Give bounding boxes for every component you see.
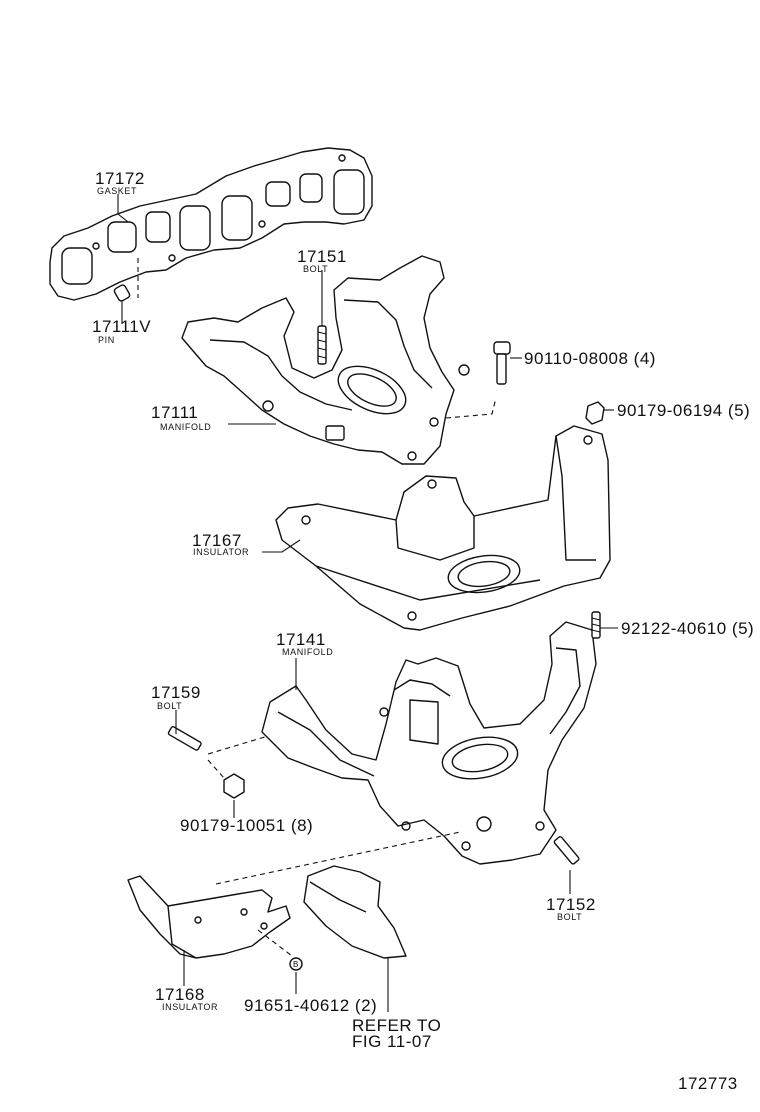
bolt3-part-number: 17152 <box>546 895 596 914</box>
bolt-17152-drawing <box>553 836 580 865</box>
nut-90179-06194-drawing <box>585 401 605 425</box>
bolt-90110-drawing <box>493 341 511 385</box>
manifold2-part-name: MANIFOLD <box>282 647 333 657</box>
insulator1-part-number: 17167 <box>192 531 242 550</box>
pin-drawing <box>113 258 139 302</box>
upper-manifold-drawing <box>181 255 497 465</box>
insulator1-part-name: INSULATOR <box>193 547 249 557</box>
gasket-drawing <box>49 147 373 301</box>
bolt3-part-name: BOLT <box>557 912 582 922</box>
refer-to-line2: FIG 11-07 <box>352 1032 432 1051</box>
stud-92122-drawing <box>591 611 601 639</box>
bolt1-part-name: BOLT <box>303 264 328 274</box>
gasket-part-name: GASKET <box>97 186 137 196</box>
manifold1-part-name: MANIFOLD <box>160 422 211 432</box>
lower-insulator-drawing <box>127 831 461 959</box>
manifold1-part-number: 17111 <box>151 403 198 422</box>
nut-90179-06194-callout: 90179-06194 (5) <box>617 401 750 420</box>
upper-insulator-drawing <box>275 425 611 631</box>
nut-90179-10051-callout: 90179-10051 (8) <box>180 816 313 835</box>
bolt-17159-drawing <box>167 726 269 755</box>
bolt1-part-number: 17151 <box>297 247 347 266</box>
manifold2-part-number: 17141 <box>276 630 326 649</box>
lower-manifold-drawing <box>261 621 597 865</box>
bolt1-drawing <box>317 325 327 365</box>
leader-lines <box>117 194 618 1012</box>
circle-b-letter: B <box>293 960 299 969</box>
bolt2-part-name: BOLT <box>157 701 182 711</box>
nut-90179-10051-drawing <box>207 759 245 799</box>
pin-part-name: PIN <box>98 335 115 345</box>
gasket-part-number: 17172 <box>95 169 145 188</box>
circle-b-drawing <box>257 929 303 971</box>
insulator2-part-number: 17168 <box>155 985 205 1004</box>
refer-to-line1: REFER TO <box>352 1016 441 1035</box>
bolt2-part-number: 17159 <box>151 683 201 702</box>
stud-92122-callout: 92122-40610 (5) <box>621 619 754 638</box>
pin-part-number: 17111V <box>92 317 151 336</box>
refer-part-drawing <box>303 865 407 959</box>
bolt-91651-callout: 91651-40612 (2) <box>244 996 377 1015</box>
figure-id: 172773 <box>678 1074 738 1093</box>
bolt-90110-callout: 90110-08008 (4) <box>524 349 656 368</box>
insulator2-part-name: INSULATOR <box>162 1002 218 1012</box>
